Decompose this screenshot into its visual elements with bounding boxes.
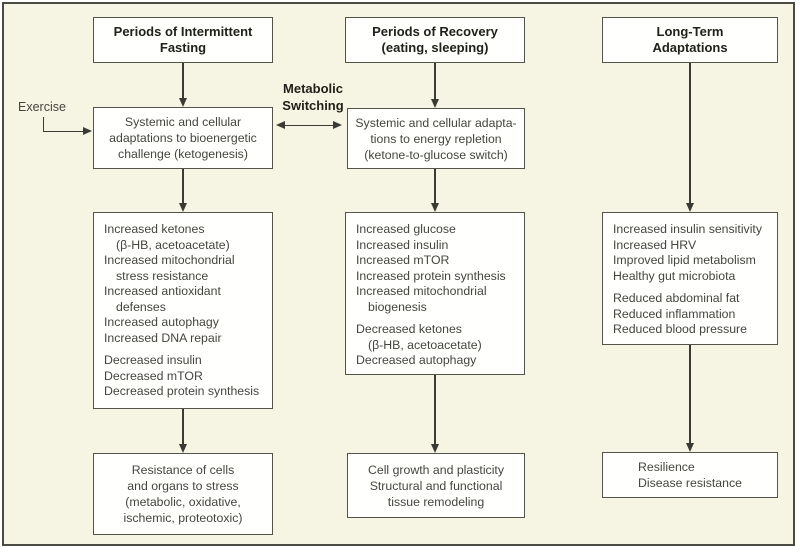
reduced-changes-group: Reduced abdominal fat Reduced inflammati… [613, 291, 772, 338]
list-line: Decreased ketones [356, 322, 462, 336]
header-box-long-term: Long-Term Adaptations [602, 17, 778, 63]
arrow-line-fasting-changes-to-outcome [182, 409, 184, 445]
header-line: Periods of Intermittent [113, 24, 253, 39]
list-line: Increased insulin [356, 237, 449, 252]
outcome-box-stress-resistance: Resistance of cells and organs to stress… [93, 453, 273, 535]
arrowhead-down-icon [685, 203, 694, 212]
outcome-line: Resistance of cells [131, 463, 235, 477]
arrow-line-recovery-changes-to-outcome [434, 375, 436, 445]
adaptation-line: tions to energy repletion [370, 131, 502, 146]
arrowhead-down-icon [178, 444, 187, 453]
header-line: Long-Term [656, 24, 724, 39]
list-line: defenses [116, 299, 166, 314]
list-line: Increased antioxidant [104, 284, 221, 298]
arrowhead-down-icon [685, 443, 694, 452]
list-line: Increased protein synthesis [356, 268, 506, 283]
list-line: Improved lipid metabolism [613, 253, 756, 267]
list-line: Decreased autophagy [356, 353, 477, 367]
list-line: Increased HRV [613, 237, 697, 252]
list-line: Increased ketones [104, 222, 205, 236]
list-line: Decreased mTOR [104, 368, 203, 383]
arrowhead-right-icon [333, 120, 342, 129]
improved-changes-group: Increased insulin sensitivity Increased … [613, 222, 772, 284]
arrow-line-longterm-changes-to-outcome [689, 345, 691, 444]
exercise-label: Exercise [18, 100, 66, 114]
arrowhead-down-icon [178, 203, 187, 212]
adaptation-line: (ketone-to-glucose switch) [364, 147, 508, 162]
arrow-line-fasting-header-to-adaptation [182, 63, 184, 99]
adaptation-line: challenge (ketogenesis) [118, 147, 248, 161]
metabolic-switching-line: Metabolic [283, 81, 343, 96]
metabolic-switching-line: Switching [282, 98, 344, 113]
list-line: Increased DNA repair [104, 330, 222, 345]
arrowhead-down-icon [430, 444, 439, 453]
increased-changes-group: Increased ketones (β-HB, acetoacetate) I… [104, 222, 267, 346]
decreased-changes-group: Decreased ketones (β-HB, acetoacetate) D… [356, 322, 519, 369]
list-line: Healthy gut microbiota [613, 268, 736, 283]
list-line: Reduced abdominal fat [613, 291, 740, 305]
arrowhead-down-icon [430, 99, 439, 108]
outcome-line: Cell growth and plasticity [367, 462, 504, 477]
adaptation-line: Systemic and cellular adapta- [355, 115, 517, 130]
outcome-line: and organs to stress [127, 479, 239, 493]
adaptation-box-fasting: Systemic and cellular adaptations to bio… [93, 107, 273, 169]
arrow-line-fasting-adaptation-to-changes [182, 169, 184, 204]
increased-changes-group: Increased glucose Increased insulin Incr… [356, 222, 519, 315]
list-line: Increased insulin sensitivity [613, 222, 762, 236]
arrowhead-down-icon [430, 203, 439, 212]
changes-box-fasting: Increased ketones (β-HB, acetoacetate) I… [93, 212, 273, 409]
list-line: Decreased insulin [104, 353, 202, 367]
list-line: (β-HB, acetoacetate) [116, 237, 230, 252]
header-box-intermittent-fasting: Periods of Intermittent Fasting [93, 17, 273, 63]
list-line: Increased mitochondrial [356, 284, 487, 298]
metabolic-switching-label: Metabolic Switching [255, 80, 371, 114]
list-line: stress resistance [116, 268, 209, 283]
header-line: Adaptations [652, 40, 728, 55]
outcome-box-resilience: Resilience Disease resistance [602, 452, 778, 498]
list-line: Reduced inflammation [613, 306, 736, 321]
arrowhead-left-icon [276, 120, 285, 129]
outcome-box-tissue-remodeling: Cell growth and plasticity Structural an… [347, 453, 525, 518]
decreased-changes-group: Decreased insulin Decreased mTOR Decreas… [104, 353, 267, 400]
list-line: Decreased protein synthesis [104, 384, 260, 398]
changes-box-recovery: Increased glucose Increased insulin Incr… [345, 212, 525, 375]
list-line: Increased glucose [356, 222, 456, 236]
list-line: biogenesis [368, 299, 427, 314]
arrow-line-recovery-header-to-adaptation [434, 63, 436, 100]
list-line: Increased autophagy [104, 315, 219, 329]
arrowhead-right-icon [83, 126, 92, 135]
list-line: Increased mTOR [356, 253, 450, 267]
arrowhead-down-icon [178, 98, 187, 107]
list-line: (β-HB, acetoacetate) [368, 337, 482, 352]
header-line: Fasting [159, 40, 207, 55]
header-line: (eating, sleeping) [381, 40, 489, 55]
outcome-line: Structural and functional [369, 478, 503, 493]
header-box-recovery: Periods of Recovery (eating, sleeping) [345, 17, 525, 63]
adaptation-line: Systemic and cellular [124, 115, 242, 129]
outcome-text-block: Resilience Disease resistance [638, 459, 742, 491]
arrow-line-exercise-horizontal [42, 130, 84, 132]
outcome-line: (metabolic, oxidative, [125, 495, 241, 509]
list-line: Reduced blood pressure [613, 322, 747, 336]
arrow-line-recovery-adaptation-to-changes [434, 169, 436, 204]
changes-box-long-term: Increased insulin sensitivity Increased … [602, 212, 778, 345]
outcome-line: ischemic, proteotoxic) [123, 511, 243, 525]
outcome-line: tissue remodeling [387, 494, 485, 509]
list-line: Increased mitochondrial [104, 253, 235, 267]
arrow-line-metabolic-switching [284, 124, 334, 126]
outcome-line: Resilience [638, 460, 695, 474]
adaptation-box-recovery: Systemic and cellular adapta- tions to e… [347, 108, 525, 169]
arrow-line-exercise-vertical [42, 117, 44, 132]
outcome-line: Disease resistance [638, 476, 742, 490]
header-line: Periods of Recovery [372, 24, 498, 39]
arrow-line-longterm-header-to-changes [689, 63, 691, 204]
adaptation-line: adaptations to bioenergetic [109, 131, 257, 145]
